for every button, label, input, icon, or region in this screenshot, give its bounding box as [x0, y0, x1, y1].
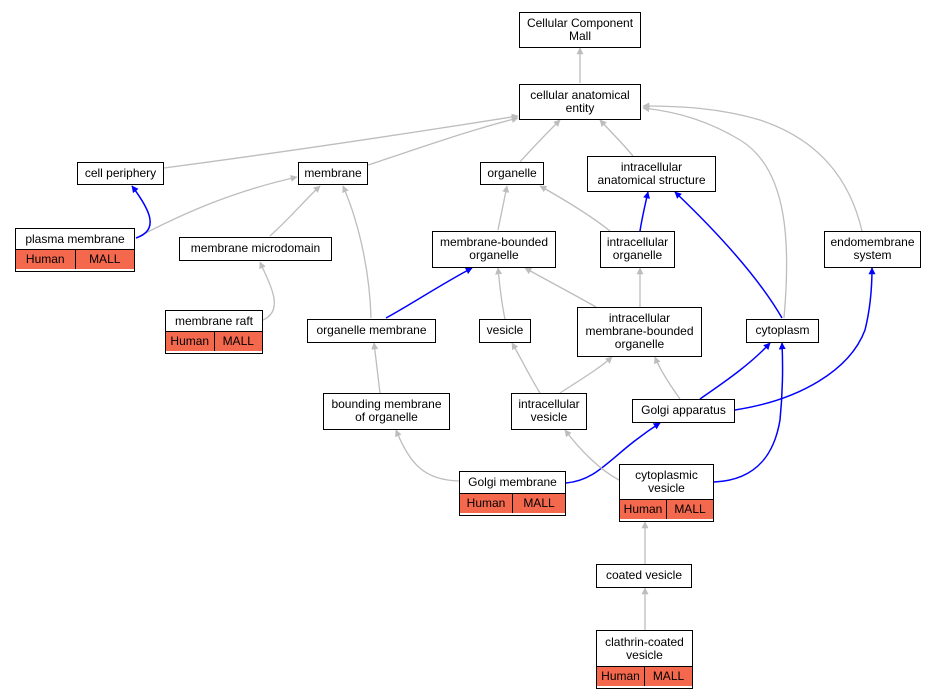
node-cytoplasm[interactable]: cytoplasm	[746, 319, 819, 343]
tag-human[interactable]: Human	[16, 250, 75, 269]
node-label: Cellular Component Mall	[526, 15, 634, 43]
node-label: intracellular anatomical structure	[597, 159, 706, 187]
tag-mall[interactable]: MALL	[644, 667, 692, 686]
node-label: bounding membrane of organelle	[331, 397, 442, 424]
node-membrane-bounded-organelle[interactable]: membrane-bounded organelle	[432, 231, 556, 268]
node-label: intracellular membrane-bounded organelle	[585, 311, 694, 351]
edge-is-a-membrane-microdomain-to-membrane	[269, 185, 321, 237]
edge-is-a-endomembrane-to-cae	[642, 102, 863, 232]
edge-is-a-intracellular-organelle-to-organelle	[539, 185, 611, 232]
node-label: endomembrane system	[830, 235, 915, 262]
node-clathrin-coated-vesicle[interactable]: clathrin-coated vesicle Human MALL	[596, 630, 693, 689]
node-golgi-apparatus[interactable]: Golgi apparatus	[632, 399, 735, 423]
edge-is-a-cell-periphery-to-cae	[163, 113, 519, 169]
edge-is-a-cytoplasmic-vesicle-to-intracellular-vesicle	[564, 429, 620, 481]
node-cytoplasmic-vesicle[interactable]: cytoplasmic vesicle Human MALL	[619, 464, 714, 522]
node-label: vesicle	[486, 323, 524, 337]
node-label: Golgi membrane	[468, 475, 557, 489]
tag-human[interactable]: Human	[166, 332, 214, 351]
tag-mall[interactable]: MALL	[74, 250, 134, 269]
node-cellular-anatomical-entity[interactable]: cellular anatomical entity	[519, 84, 641, 120]
node-label: membrane-bounded organelle	[439, 235, 549, 262]
node-cellular-component-mall[interactable]: Cellular Component Mall	[519, 12, 641, 48]
node-golgi-membrane[interactable]: Golgi membrane Human MALL	[459, 471, 566, 516]
annotation-tags: Human MALL	[620, 499, 713, 519]
node-label: membrane raft	[174, 313, 254, 328]
tag-mall[interactable]: MALL	[213, 332, 262, 351]
edge-is-a-golgi-apparatus-to-imbo	[653, 356, 681, 400]
edge-is-a-bounding-membrane-to-organelle-membrane	[371, 342, 381, 394]
tag-mall[interactable]: MALL	[512, 494, 565, 513]
edge-is-a-cytoplasm-to-cae	[642, 105, 788, 319]
node-coated-vesicle[interactable]: coated vesicle	[596, 564, 692, 588]
node-organelle[interactable]: organelle	[480, 162, 544, 185]
tag-human[interactable]: Human	[597, 667, 644, 686]
node-cell-periphery[interactable]: cell periphery	[77, 162, 164, 185]
node-bounding-membrane-of-organelle[interactable]: bounding membrane of organelle	[323, 393, 450, 430]
edge-is-a-organelle-membrane-to-membrane	[342, 185, 372, 319]
edge-is-a-intracellular-vesicle-to-vesicle	[511, 342, 541, 394]
node-label: clathrin-coated vesicle	[605, 634, 684, 662]
node-label: organelle	[487, 165, 537, 180]
node-label: membrane microdomain	[190, 241, 321, 255]
node-label: intracellular organelle	[606, 235, 669, 262]
node-label: cellular anatomical entity	[530, 87, 630, 115]
edge-is-a-ias-to-cae	[599, 119, 634, 157]
node-endomembrane-system[interactable]: endomembrane system	[824, 231, 921, 268]
edge-part-of-golgi-apparatus-to-endomembrane	[734, 267, 876, 411]
annotation-tags: Human MALL	[166, 331, 262, 351]
edge-is-a-vesicle-to-mbo	[495, 267, 506, 320]
edge-is-a-membrane-to-cae	[367, 116, 519, 166]
node-membrane[interactable]: membrane	[298, 162, 368, 185]
edge-part-of-intracellular-organelle-to-ias	[639, 191, 650, 232]
node-intracellular-organelle[interactable]: intracellular organelle	[600, 231, 675, 268]
node-label: membrane	[304, 165, 362, 180]
node-intracellular-anatomical-structure[interactable]: intracellular anatomical structure	[587, 156, 716, 192]
edge-is-a-membrane-raft-to-membrane-microdomain	[259, 261, 275, 321]
tag-mall[interactable]: MALL	[666, 500, 713, 519]
edge-part-of-golgi-apparatus-to-cytoplasm	[699, 342, 771, 400]
edge-is-a-imbo-to-mbo	[524, 267, 597, 308]
node-label: plasma membrane	[25, 231, 125, 246]
edge-is-a-plasma-membrane-to-membrane	[135, 174, 298, 239]
edge-part-of-cytoplasm-to-ias	[674, 191, 783, 319]
node-label: Golgi apparatus	[641, 403, 726, 417]
edge-part-of-organelle-membrane-to-mbo	[385, 267, 473, 319]
edge-is-a-organelle-to-cae	[519, 119, 561, 163]
node-intracellular-membrane-bounded-organelle[interactable]: intracellular membrane-bounded organelle	[577, 307, 702, 357]
tag-human[interactable]: Human	[460, 494, 512, 513]
node-label: intracellular vesicle	[518, 397, 580, 424]
node-organelle-membrane[interactable]: organelle membrane	[307, 319, 436, 343]
node-vesicle[interactable]: vesicle	[479, 319, 531, 343]
node-intracellular-vesicle[interactable]: intracellular vesicle	[511, 393, 587, 430]
edge-is-a-golgi-membrane-to-bounding-membrane	[395, 429, 460, 482]
edge-is-a-mbo-to-organelle	[497, 185, 510, 231]
node-label: coated vesicle	[605, 568, 683, 582]
annotation-tags: Human MALL	[597, 666, 692, 686]
tag-human[interactable]: Human	[620, 500, 666, 519]
node-label: cytoplasmic vesicle	[635, 468, 698, 495]
edge-part-of-cytoplasmic-vesicle-to-cytoplasm	[713, 342, 786, 483]
node-plasma-membrane[interactable]: plasma membrane Human MALL	[15, 228, 135, 272]
node-label: cell periphery	[84, 165, 157, 180]
annotation-tags: Human MALL	[16, 249, 134, 269]
node-label: cytoplasm	[755, 323, 810, 337]
node-membrane-raft[interactable]: membrane raft Human MALL	[165, 310, 263, 354]
edge-part-of-golgi-membrane-to-golgi-apparatus	[565, 422, 661, 484]
node-membrane-microdomain[interactable]: membrane microdomain	[179, 237, 332, 261]
annotation-tags: Human MALL	[460, 493, 565, 513]
edge-part-of-plasma-membrane-to-cell-periphery	[131, 185, 151, 239]
node-label: organelle membrane	[316, 323, 427, 337]
edge-is-a-intracellular-vesicle-to-imbo	[559, 356, 613, 394]
